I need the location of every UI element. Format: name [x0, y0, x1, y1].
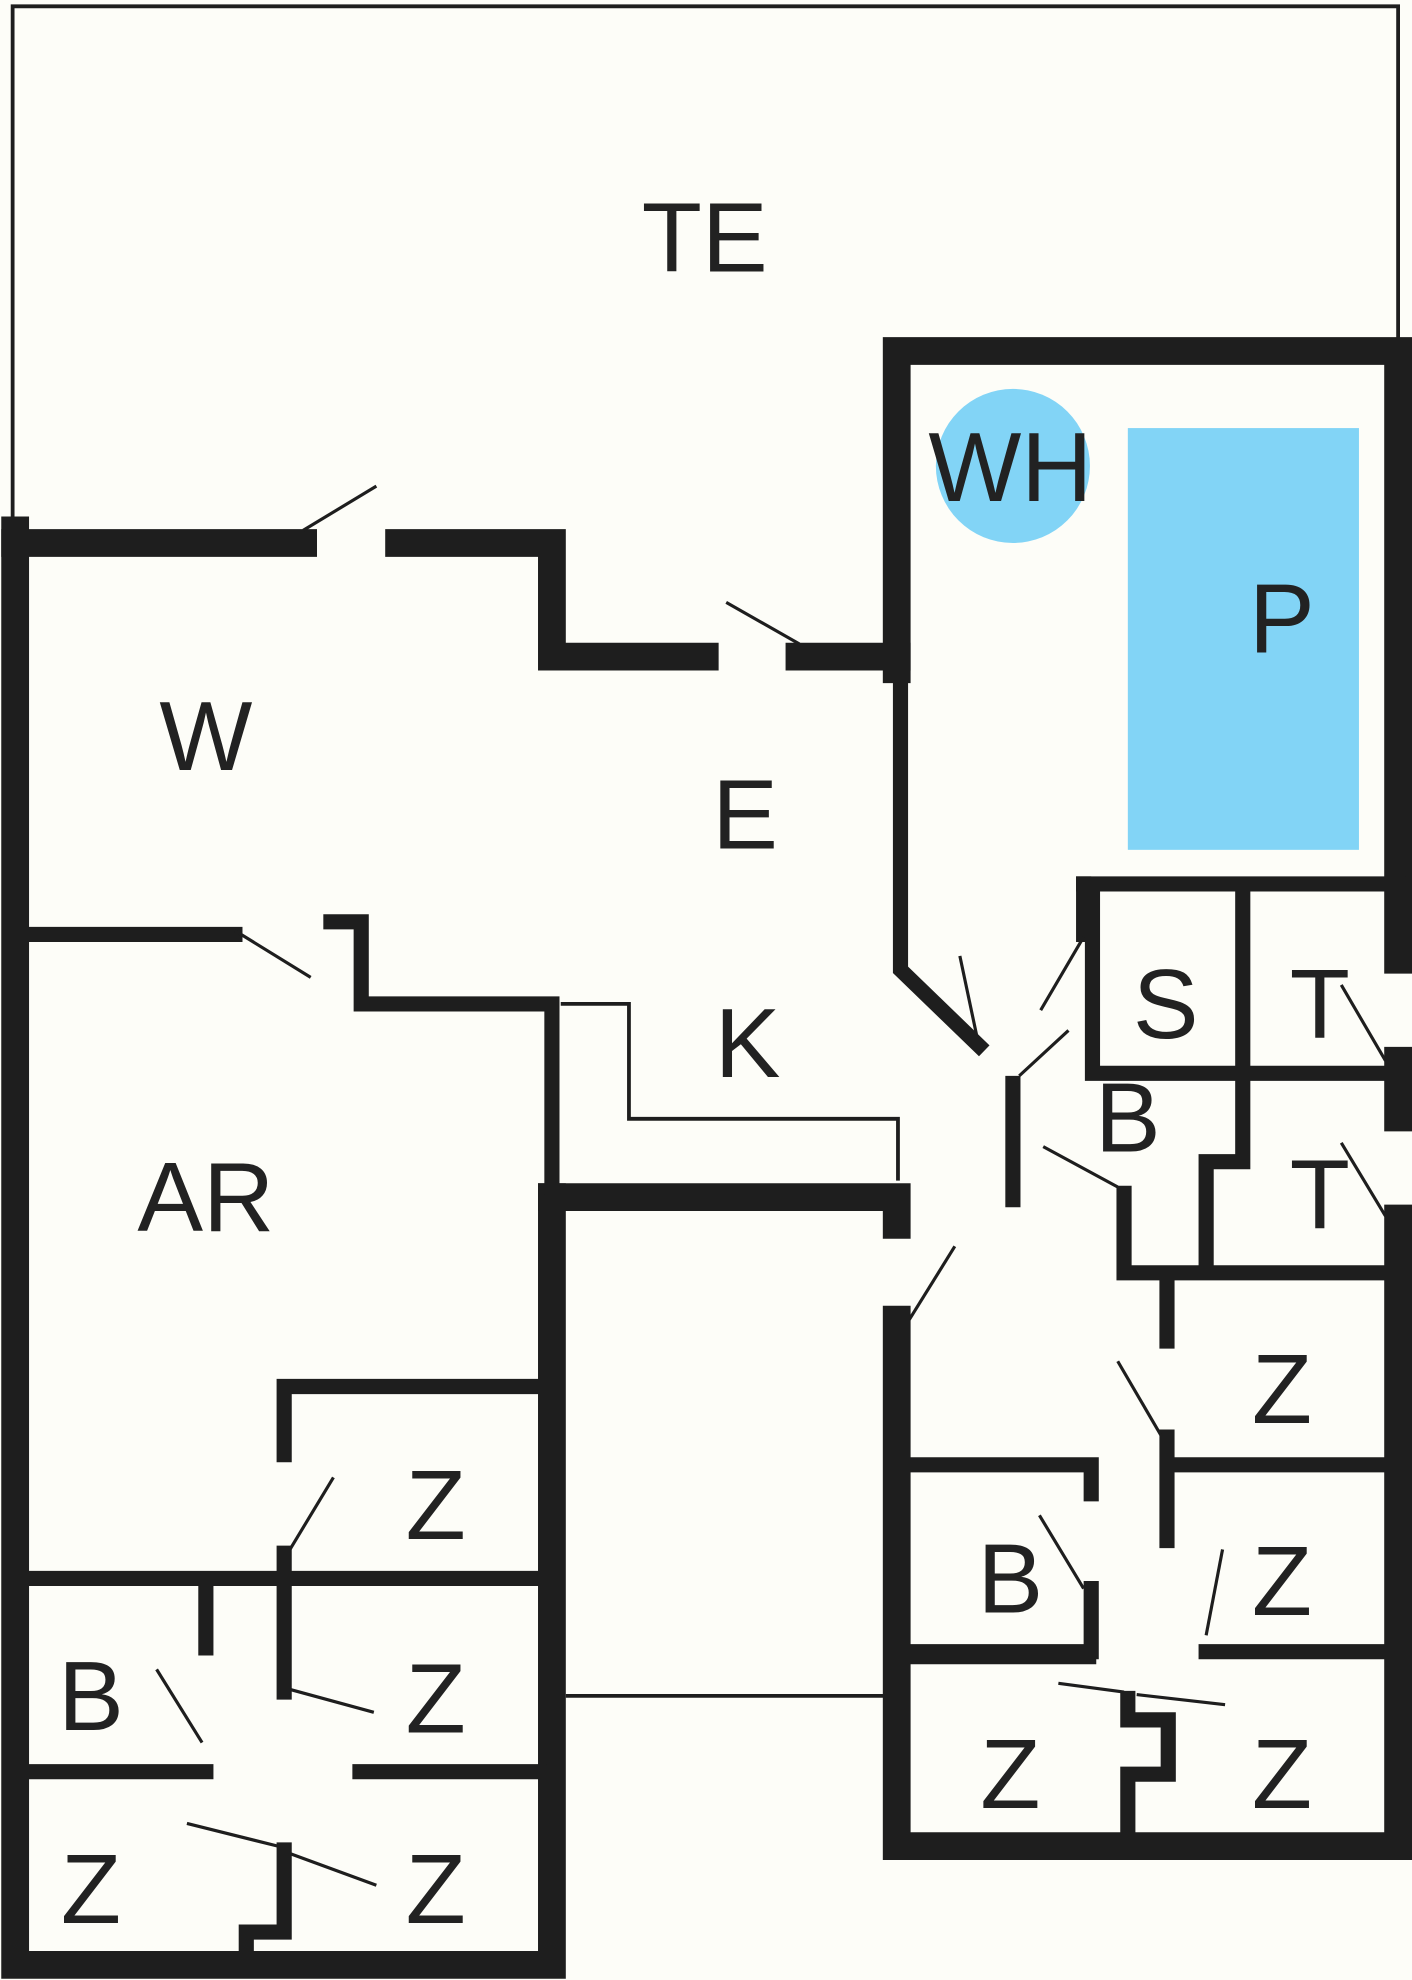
label-utility: AR: [137, 1142, 274, 1252]
door-swings: [155, 484, 1387, 1887]
label-bedroom-3: Z: [61, 1834, 121, 1944]
label-bath-1: B: [1095, 1063, 1161, 1173]
label-bedroom-7: Z: [980, 1719, 1040, 1829]
label-bedroom-8: Z: [1252, 1719, 1312, 1829]
label-bedroom-1: Z: [406, 1450, 466, 1560]
walls: [1, 337, 1412, 1979]
label-bath-2: B: [978, 1523, 1044, 1633]
label-kitchen: K: [715, 988, 781, 1098]
label-toilet-2: T: [1290, 1140, 1350, 1250]
label-terrace: TE: [642, 182, 768, 292]
label-pool: P: [1249, 564, 1315, 674]
label-toilet-1: T: [1290, 949, 1350, 1059]
label-bedroom-5: Z: [1252, 1334, 1312, 1444]
label-bath-3: B: [58, 1641, 124, 1751]
label-dining: E: [712, 759, 778, 869]
label-whirlpool: WH: [928, 412, 1092, 522]
whirlpool: [935, 388, 1090, 543]
label-bedroom-6: Z: [1252, 1526, 1312, 1636]
room-labels: TE WH P W E K AR S T T B B B Z Z Z Z Z Z…: [58, 182, 1350, 1944]
pool: [1127, 428, 1359, 850]
label-sauna: S: [1133, 949, 1199, 1059]
label-living: W: [159, 681, 252, 791]
label-bedroom-2: Z: [406, 1643, 466, 1753]
terrace-outline: [10, 4, 1401, 531]
label-bedroom-4: Z: [406, 1834, 466, 1944]
